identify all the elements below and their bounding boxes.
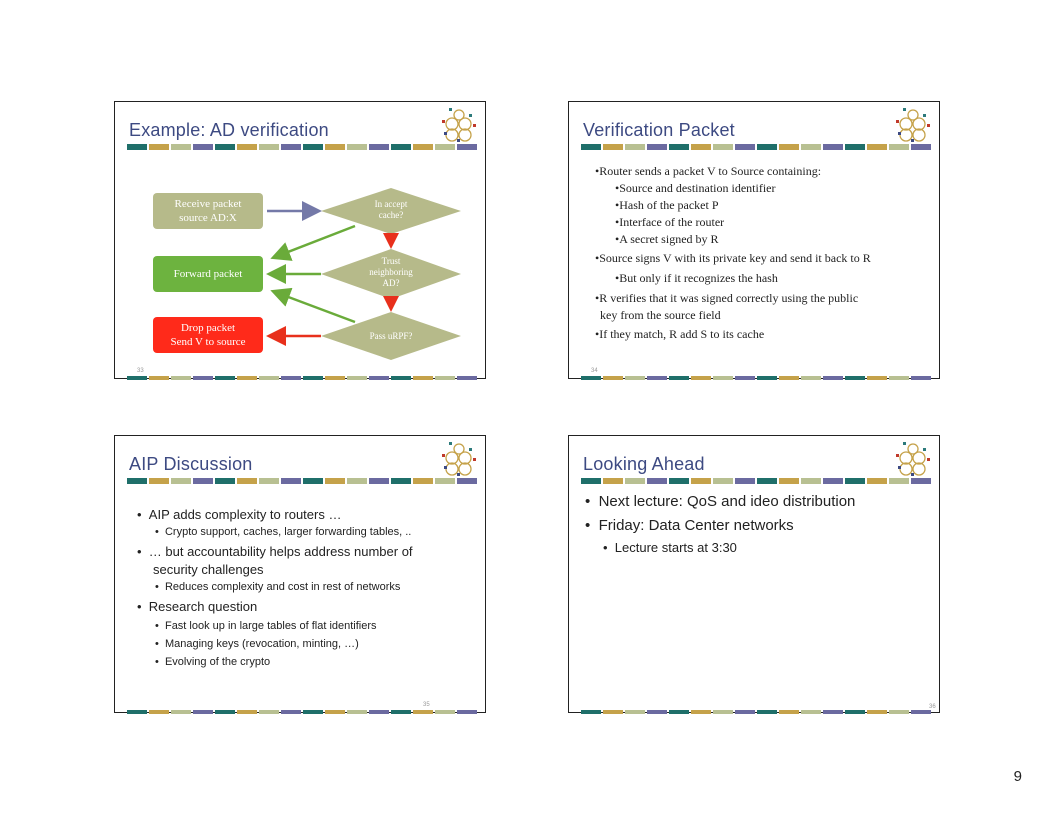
network-logo-icon [442,442,476,476]
list-item: • Next lecture: QoS and ideo distributio… [585,493,856,510]
arrow-urpf-forward [270,287,356,324]
diamond-urpf [321,312,461,360]
list-item: •R verifies that it was signed correctly… [595,291,859,305]
list-item: •Hash of the packet P [615,198,719,212]
list-item: • Fast look up in large tables of flat i… [155,620,377,632]
list-item: key from the source field [600,308,721,322]
slide-36: Looking Ahead • Next lecture: QoS and id… [568,435,940,714]
slide-title: AIP Discussion [129,454,253,474]
slide-number: 35 [423,702,430,708]
list-item: • Friday: Data Center networks [585,517,794,534]
slide-title: Looking Ahead [583,454,705,474]
color-strip [581,478,931,484]
network-logo-icon [442,108,476,142]
slide-number: 36 [929,704,936,710]
slide-number: 33 [137,368,144,374]
network-logo-icon [896,442,930,476]
slide-33: Example: AD verification Receive [114,101,486,380]
bullet-list: • AIP adds complexity to routers … • Cry… [137,506,413,671]
slide-number: 34 [591,368,598,374]
list-item: •Interface of the router [615,215,725,229]
forward-packet-box: Forward packet [153,256,263,292]
flow-diagram [266,188,461,360]
diamond-trust [321,249,461,299]
color-strip [581,144,931,150]
color-strip-bottom [127,376,477,380]
list-item: • Research question [137,599,258,614]
color-strip [127,144,477,150]
color-strip-bottom [581,710,931,714]
color-strip [127,478,477,484]
diamond-urpf-label: Pass uRPF? [369,331,413,341]
slide-34: Verification Packet •Router sends a pack… [568,101,940,380]
network-logo-icon [896,108,930,142]
list-item: • Evolving of the crypto [155,656,271,668]
list-item: • … but accountability helps address num… [137,544,413,559]
color-strip-bottom [127,710,477,714]
page-number: 9 [1013,768,1022,785]
diamond-cache [321,188,461,234]
slide-title: Example: AD verification [129,120,329,140]
arrow-cache-forward [270,224,356,261]
bullet-list: • Next lecture: QoS and ideo distributio… [585,490,855,558]
list-item: • Crypto support, caches, larger forward… [155,526,412,538]
list-item: security challenges [153,562,264,577]
list-item: • AIP adds complexity to routers … [137,507,342,522]
list-item: •A secret signed by R [615,232,719,246]
list-item: •Source signs V with its private key and… [595,251,871,265]
slide-35: AIP Discussion • AIP adds complexity to … [114,435,486,714]
list-item: • Managing keys (revocation, minting, …) [155,638,359,650]
slide-title: Verification Packet [583,120,735,140]
list-item: •Source and destination identifier [615,181,776,195]
color-strip-bottom [581,376,931,380]
list-item: •Router sends a packet V to Source conta… [595,164,822,178]
list-item: • Lecture starts at 3:30 [603,540,737,555]
list-item: •If they match, R add S to its cache [595,327,765,341]
list-item: • Reduces complexity and cost in rest of… [155,581,401,593]
list-item: •But only if it recognizes the hash [615,271,778,285]
bullet-list: •Router sends a packet V to Source conta… [595,163,871,344]
